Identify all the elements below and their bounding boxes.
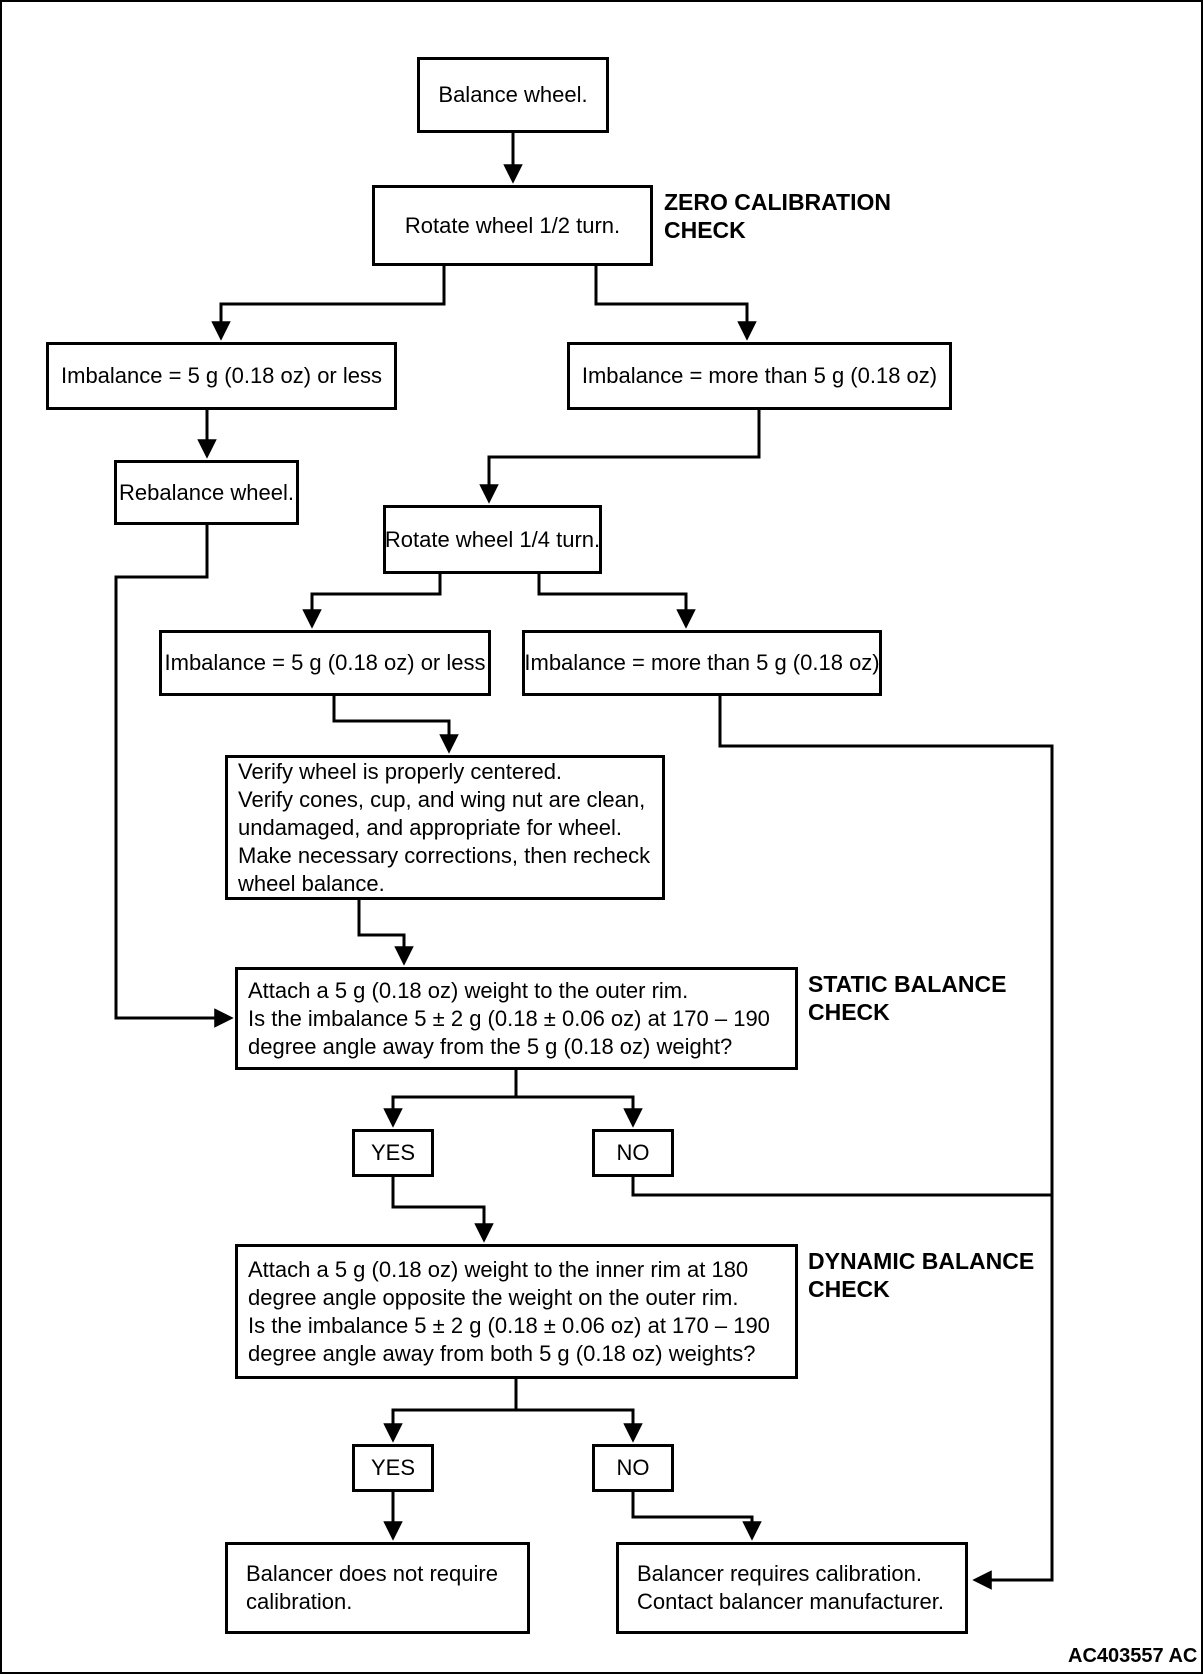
node-yes-static-text: YES	[370, 1140, 416, 1165]
node-requires-calibration: Balancer requires calibration. Contact b…	[616, 1542, 968, 1634]
node-static-balance-question: Attach a 5 g (0.18 oz) weight to the out…	[235, 967, 798, 1070]
node-dynamic-line3: Is the imbalance 5 ± 2 g (0.18 ± 0.06 oz…	[248, 1312, 770, 1338]
node-imbalance2-more: Imbalance = more than 5 g (0.18 oz)	[522, 630, 882, 696]
node-yes-static: YES	[352, 1129, 434, 1177]
node-no-dynamic: NO	[592, 1444, 674, 1492]
node-verify-wheel-line3: undamaged, and appropriate for wheel.	[238, 814, 623, 840]
connector-no1-to-rail	[631, 1177, 1052, 1197]
label-dynamic-balance-check: DYNAMIC BALANCE CHECK	[808, 1247, 1034, 1303]
connector-yes1-to-dynamic	[391, 1177, 494, 1243]
node-imbalance2-less: Imbalance = 5 g (0.18 oz) or less	[159, 630, 491, 696]
node-rotate-quarter-turn: Rotate wheel 1/4 turn.	[383, 505, 602, 574]
node-no-calibration-line1: Balancer does not require	[246, 1561, 498, 1586]
label-static-balance-line1: STATIC BALANCE	[808, 971, 1007, 997]
node-rotate-half-turn-text: Rotate wheel 1/2 turn.	[404, 212, 621, 238]
node-no-calibration-needed: Balancer does not require calibration.	[225, 1542, 530, 1634]
label-static-balance-check: STATIC BALANCE CHECK	[808, 970, 1006, 1026]
node-static-line2: Is the imbalance 5 ± 2 g (0.18 ± 0.06 oz…	[248, 1005, 770, 1031]
node-imbalance2-more-text: Imbalance = more than 5 g (0.18 oz)	[524, 650, 880, 675]
node-imbalance1-more: Imbalance = more than 5 g (0.18 oz)	[567, 342, 952, 410]
figure-code: AC403557 AC	[1068, 1645, 1198, 1667]
connector-imb1more-to-rotatequarter	[479, 410, 761, 504]
node-imbalance1-less-text: Imbalance = 5 g (0.18 oz) or less	[61, 363, 382, 388]
connector-imb2less-to-verify	[332, 696, 459, 754]
node-imbalance1-less: Imbalance = 5 g (0.18 oz) or less	[46, 342, 397, 410]
node-dynamic-line2: degree angle opposite the weight on the …	[248, 1284, 739, 1310]
node-yes-dynamic: YES	[352, 1444, 434, 1492]
node-balance-wheel-text: Balance wheel.	[438, 82, 588, 107]
node-yes-dynamic-text: YES	[370, 1455, 416, 1480]
node-verify-wheel-line1: Verify wheel is properly centered.	[238, 758, 563, 784]
node-static-line1: Attach a 5 g (0.18 oz) weight to the out…	[248, 977, 689, 1003]
node-dynamic-balance-question: Attach a 5 g (0.18 oz) weight to the inn…	[235, 1244, 798, 1379]
connector-verify-to-static	[357, 900, 414, 966]
node-verify-wheel-line2: Verify cones, cup, and wing nut are clea…	[238, 786, 646, 812]
node-verify-wheel-line4: Make necessary corrections, then recheck	[238, 842, 651, 868]
label-zero-calibration-check: ZERO CALIBRATION CHECK	[664, 188, 891, 244]
connector-static-to-yes1	[383, 1070, 518, 1128]
label-dynamic-balance-line1: DYNAMIC BALANCE	[808, 1248, 1035, 1274]
node-requires-calibration-line2: Contact balancer manufacturer.	[637, 1589, 944, 1614]
connector-static-to-no1	[516, 1095, 643, 1128]
node-no-static-text: NO	[616, 1140, 650, 1165]
node-requires-calibration-line1: Balancer requires calibration.	[637, 1561, 922, 1586]
connector-dynamic-to-no2	[516, 1408, 643, 1443]
node-verify-wheel: Verify wheel is properly centered. Verif…	[225, 755, 665, 900]
connector-no2-to-requires	[631, 1492, 762, 1541]
connector-rotatequarter-to-imb2more	[537, 574, 696, 629]
node-imbalance1-more-text: Imbalance = more than 5 g (0.18 oz)	[581, 363, 938, 388]
node-imbalance2-less-text: Imbalance = 5 g (0.18 oz) or less	[164, 650, 486, 675]
node-rotate-quarter-turn-text: Rotate wheel 1/4 turn.	[384, 526, 601, 552]
label-zero-calibration-line1: ZERO CALIBRATION	[664, 189, 892, 215]
node-static-line3: degree angle away from the 5 g (0.18 oz)…	[248, 1033, 733, 1059]
connector-rotatequarter-to-imb2less	[302, 574, 442, 629]
connector-imb2more-to-requires	[718, 696, 1054, 1590]
node-balance-wheel: Balance wheel.	[417, 57, 609, 133]
node-no-calibration-line2: calibration.	[246, 1589, 353, 1614]
node-rebalance-wheel-text: Rebalance wheel.	[119, 479, 294, 505]
node-rotate-half-turn: Rotate wheel 1/2 turn.	[372, 185, 653, 266]
node-no-dynamic-text: NO	[616, 1455, 650, 1480]
node-dynamic-line4: degree angle away from both 5 g (0.18 oz…	[248, 1340, 756, 1366]
node-verify-wheel-line5: wheel balance.	[238, 870, 385, 896]
connector-dynamic-to-yes2	[383, 1379, 518, 1443]
node-no-static: NO	[592, 1129, 674, 1177]
connector-rotatehalf-to-imb1more	[594, 266, 757, 341]
label-static-balance-line2: CHECK	[808, 999, 890, 1025]
connector-rebalance-to-static	[114, 525, 234, 1028]
connector-rotatehalf-to-imb1less	[211, 266, 446, 341]
label-zero-calibration-line2: CHECK	[664, 217, 746, 243]
label-dynamic-balance-line2: CHECK	[808, 1276, 890, 1302]
node-rebalance-wheel: Rebalance wheel.	[114, 460, 299, 525]
node-dynamic-line1: Attach a 5 g (0.18 oz) weight to the inn…	[248, 1256, 749, 1282]
